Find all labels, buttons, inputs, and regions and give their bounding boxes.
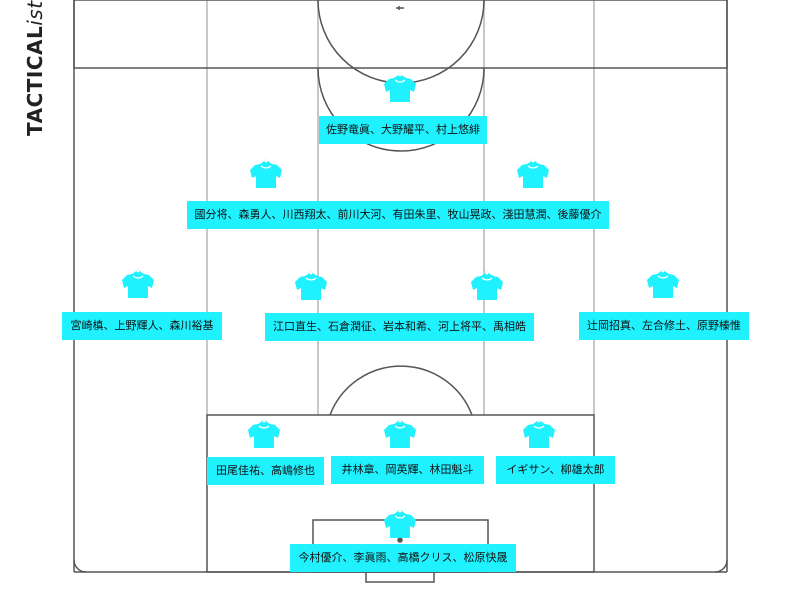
position-label-fw: 佐野竜眞、大野耀平、村上悠緋 [319, 116, 487, 144]
position-label-lm: 宮崎槙、上野輝人、森川裕基 [62, 312, 222, 340]
position-label-lcb: 田尾佳祐、高嶋修也 [207, 457, 324, 485]
position-label-cb: 井林章、岡英輝、林田魁斗 [331, 456, 484, 484]
player-icon [383, 72, 417, 103]
player-icon [383, 418, 417, 449]
brand-logo: TACTICALista [23, 0, 47, 136]
player-icon [522, 418, 556, 449]
player-icon [294, 270, 328, 301]
position-label-gk: 今村優介、李眞雨、高橋クリス、松原快晟 [290, 544, 516, 572]
player-icon [383, 508, 417, 539]
player-icon [247, 418, 281, 449]
position-label-rm: 辻岡招真、左合修土、原野榛惟 [579, 312, 749, 340]
brand-logo-bold: TACTICAL [23, 25, 47, 136]
player-icon [249, 158, 283, 189]
player-icon [121, 268, 155, 299]
pitch-lines [73, 0, 728, 583]
player-icon [646, 268, 680, 299]
player-icon [516, 158, 550, 189]
brand-logo-thin: ista [23, 0, 47, 26]
player-icon [470, 270, 504, 301]
position-label-amf: 國分将、森勇人、川西翔太、前川大河、有田朱里、牧山晃政、淺田慧潤、後藤優介 [187, 201, 609, 229]
position-label-cm: 江口直生、石倉潤征、岩本和希、河上将平、禹相皓 [265, 313, 534, 341]
position-label-rcb: イギサン、柳雄太郎 [496, 456, 615, 484]
